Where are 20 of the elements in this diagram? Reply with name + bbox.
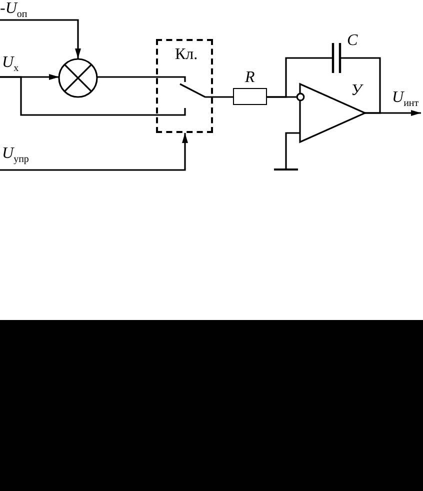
- wire: [360, 57, 381, 114]
- wire: [213, 96, 233, 98]
- component-label: R: [245, 70, 255, 86]
- wire: [267, 96, 296, 98]
- wire: [0, 76, 156, 116]
- ground-symbol: [274, 168, 298, 171]
- signal-label: U$_{упр}$: [2, 146, 29, 162]
- component-label: C: [347, 33, 358, 49]
- component-label: У: [351, 83, 362, 99]
- wire: [285, 132, 296, 168]
- arrow: [0, 133, 188, 171]
- arrow: [365, 110, 421, 116]
- signal-label: U$_{инт}$: [392, 90, 419, 106]
- signal-label: -U$_{оп}$: [0, 1, 28, 17]
- switch-label: Кл.: [175, 47, 198, 63]
- multiplier-symbol: [58, 58, 98, 98]
- arrow: [0, 19, 81, 58]
- wire: [97, 76, 156, 78]
- signal-label: U$_{x}$: [2, 55, 19, 71]
- switch-box: [156, 39, 213, 133]
